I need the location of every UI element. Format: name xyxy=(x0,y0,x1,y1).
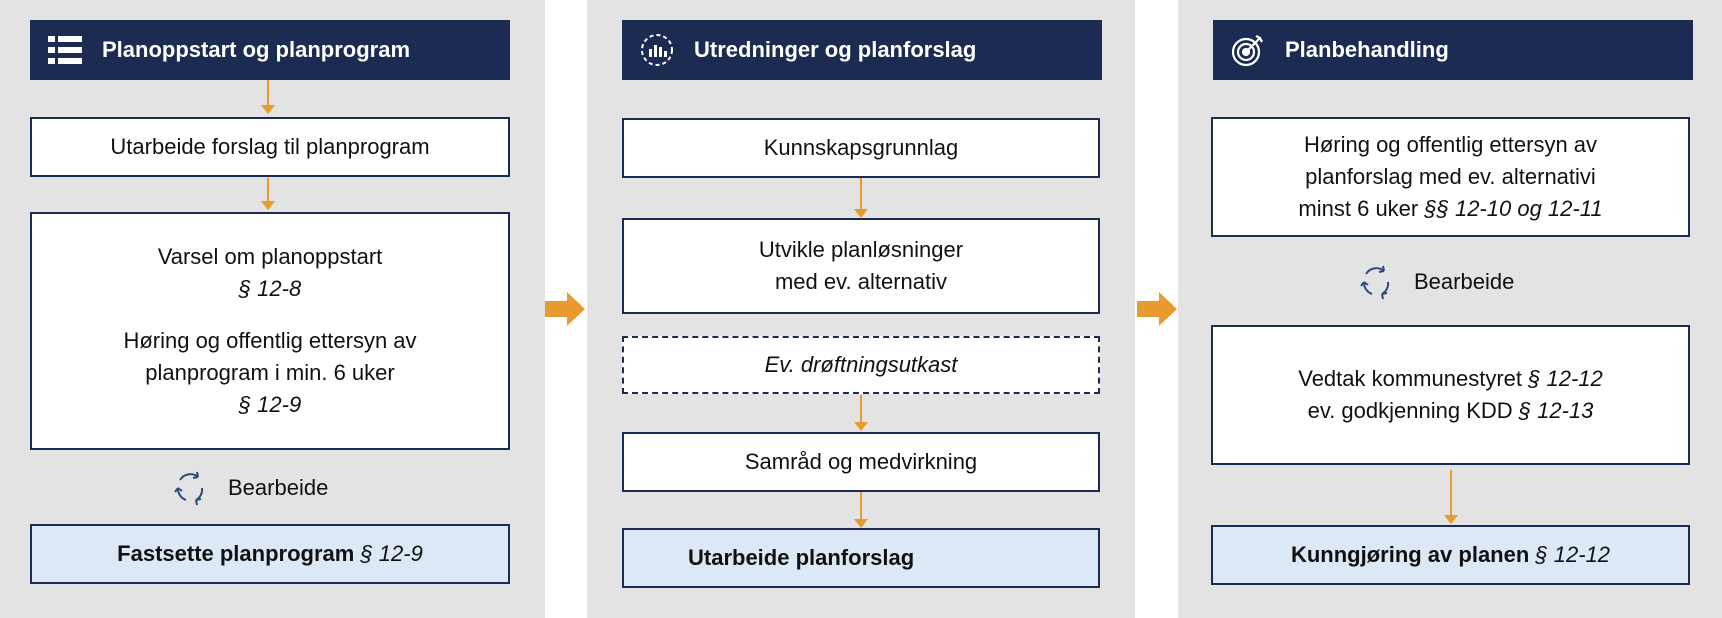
phase-arrow xyxy=(545,292,585,331)
box-line-text: ev. godkjenning KDD xyxy=(1307,398,1513,423)
header-planbehandling: Planbehandling xyxy=(1213,20,1693,80)
box-varsel-hoering: Varsel om planoppstart § 12-8 Høring og … xyxy=(30,212,510,450)
box-text: Kunnskapsgrunnlag xyxy=(763,135,959,160)
box-utarbeide-planforslag: Utarbeide planforslag xyxy=(622,528,1100,588)
box-utarbeide-forslag: Utarbeide forslag til planprogram xyxy=(30,117,510,177)
final-ref: § 12-12 xyxy=(1535,542,1611,567)
box-utvikle-planloesninger: Utvikle planløsninger med ev. alternativ xyxy=(622,218,1100,314)
list-icon xyxy=(46,31,84,69)
box-line: Høring og offentlig ettersyn av xyxy=(123,328,417,353)
box-kunngjoering: Kunngjøring av planen § 12-12 xyxy=(1211,525,1690,585)
final-label: Kunngjøring av planen xyxy=(1290,542,1530,567)
box-line-ref: § 12-13 xyxy=(1518,398,1594,423)
chart-icon xyxy=(638,31,676,69)
rework-label: Bearbeide xyxy=(1414,269,1515,294)
target-icon xyxy=(1229,31,1267,69)
box-droeftningsutkast: Ev. drøftningsutkast xyxy=(622,336,1100,394)
header-planoppstart: Planoppstart og planprogram xyxy=(30,20,510,80)
box-line: planforslag med ev. alternativi xyxy=(1305,164,1596,189)
box-text: Utarbeide forslag til planprogram xyxy=(110,134,430,159)
rework-step: Bearbeide xyxy=(1358,262,1514,302)
phase-arrow xyxy=(1137,292,1177,331)
box-line: Varsel om planoppstart xyxy=(157,244,383,269)
box-text: Samråd og medvirkning xyxy=(744,449,978,474)
box-line-ref: § 12-9 xyxy=(238,392,302,417)
box-line-text: Vedtak kommunestyret xyxy=(1298,366,1523,391)
final-label: Utarbeide planforslag xyxy=(688,545,915,570)
box-text: Ev. drøftningsutkast xyxy=(764,352,958,377)
box-kunnskapsgrunnlag: Kunnskapsgrunnlag xyxy=(622,118,1100,178)
header-title: Utredninger og planforslag xyxy=(694,37,977,62)
box-line: Utvikle planløsninger xyxy=(758,237,964,262)
box-vedtak: Vedtak kommunestyret § 12-12 ev. godkjen… xyxy=(1211,325,1690,465)
header-title: Planoppstart og planprogram xyxy=(102,37,411,62)
cycle-icon xyxy=(1358,264,1394,300)
header-title: Planbehandling xyxy=(1285,37,1449,62)
box-line: Høring og offentlig ettersyn av xyxy=(1303,132,1598,157)
box-line: ev. godkjenning KDD § 12-13 xyxy=(1308,395,1594,427)
cycle-icon xyxy=(172,470,208,506)
box-line-text: minst 6 uker xyxy=(1298,196,1419,221)
header-utredninger: Utredninger og planforslag xyxy=(622,20,1102,80)
final-ref: § 12-9 xyxy=(360,541,423,566)
box-line: planprogram i min. 6 uker xyxy=(145,360,395,385)
box-line: Vedtak kommunestyret § 12-12 xyxy=(1298,363,1603,395)
box-line-ref: §§ 12-10 og 12-11 xyxy=(1424,196,1603,221)
box-fastsette-planprogram: Fastsette planprogram § 12-9 xyxy=(30,524,510,584)
box-line-ref: § 12-12 xyxy=(1528,366,1603,391)
rework-step: Bearbeide xyxy=(172,468,328,508)
final-label: Fastsette planprogram xyxy=(117,541,355,566)
box-line: med ev. alternativ xyxy=(774,269,947,294)
box-line-ref: § 12-8 xyxy=(238,276,302,301)
box-samraad-medvirkning: Samråd og medvirkning xyxy=(622,432,1100,492)
box-line: minst 6 uker §§ 12-10 og 12-11 xyxy=(1298,193,1602,225)
box-hoering-planforslag: Høring og offentlig ettersyn av planfors… xyxy=(1211,117,1690,237)
rework-label: Bearbeide xyxy=(228,475,329,500)
